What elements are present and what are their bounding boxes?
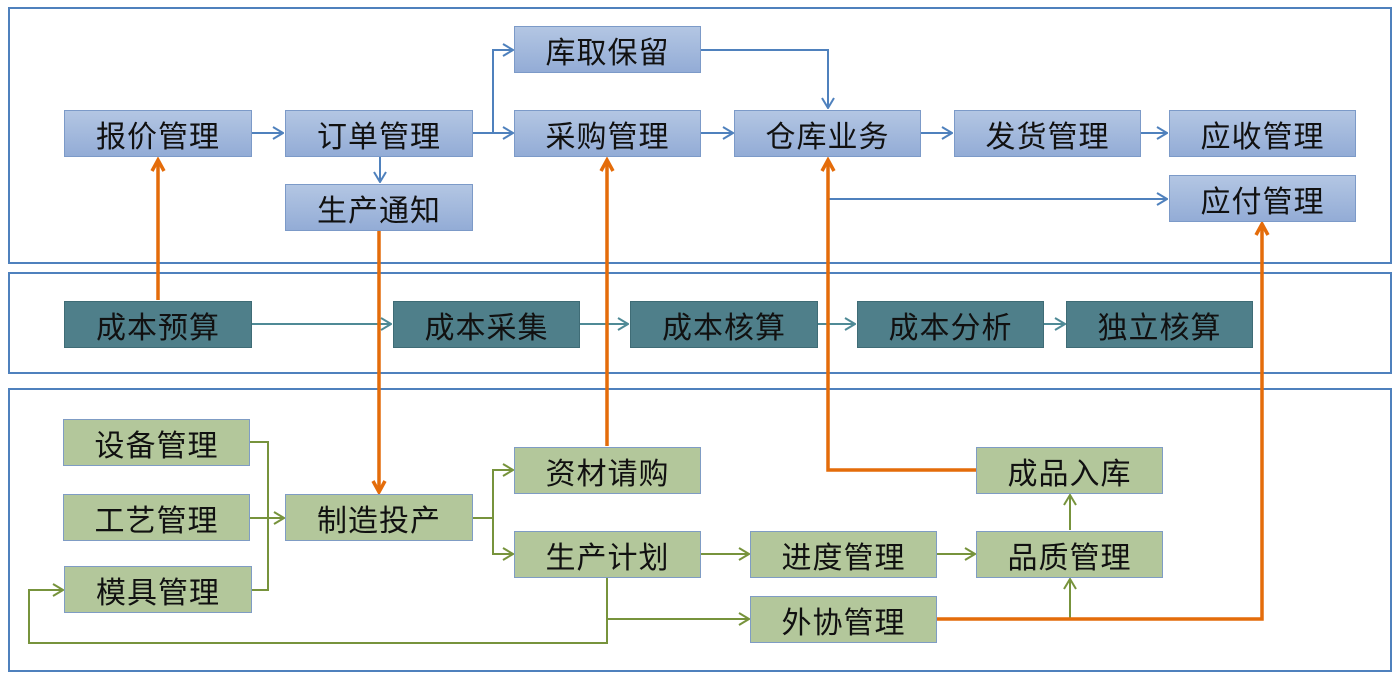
node-equipment[interactable]: 设备管理 (63, 419, 250, 466)
node-material-req[interactable]: 资材请购 (514, 447, 701, 494)
node-fg-stock[interactable]: 成品入库 (976, 447, 1163, 494)
node-prod-notice[interactable]: 生产通知 (285, 184, 473, 231)
node-order[interactable]: 订单管理 (285, 110, 473, 157)
node-progress[interactable]: 进度管理 (750, 531, 937, 578)
node-purchase[interactable]: 采购管理 (514, 110, 701, 157)
node-cost-analysis[interactable]: 成本分析 (857, 301, 1044, 348)
node-mold[interactable]: 模具管理 (64, 566, 252, 613)
node-quality[interactable]: 品质管理 (976, 531, 1163, 578)
node-delivery[interactable]: 发货管理 (954, 110, 1141, 157)
node-prod-plan[interactable]: 生产计划 (514, 531, 701, 578)
node-mfg[interactable]: 制造投产 (285, 494, 473, 541)
node-quote[interactable]: 报价管理 (64, 110, 252, 157)
node-warehouse[interactable]: 仓库业务 (734, 110, 921, 157)
node-indep-account[interactable]: 独立核算 (1066, 301, 1253, 348)
node-stock-reserve[interactable]: 库取保留 (514, 26, 701, 73)
node-cost-collect[interactable]: 成本采集 (393, 301, 580, 348)
node-receivable[interactable]: 应收管理 (1169, 110, 1356, 157)
node-process[interactable]: 工艺管理 (63, 494, 250, 541)
node-payable[interactable]: 应付管理 (1169, 175, 1356, 222)
node-cost-account[interactable]: 成本核算 (630, 301, 818, 348)
node-cost-budget[interactable]: 成本预算 (64, 301, 252, 348)
node-outsource[interactable]: 外协管理 (750, 596, 937, 643)
